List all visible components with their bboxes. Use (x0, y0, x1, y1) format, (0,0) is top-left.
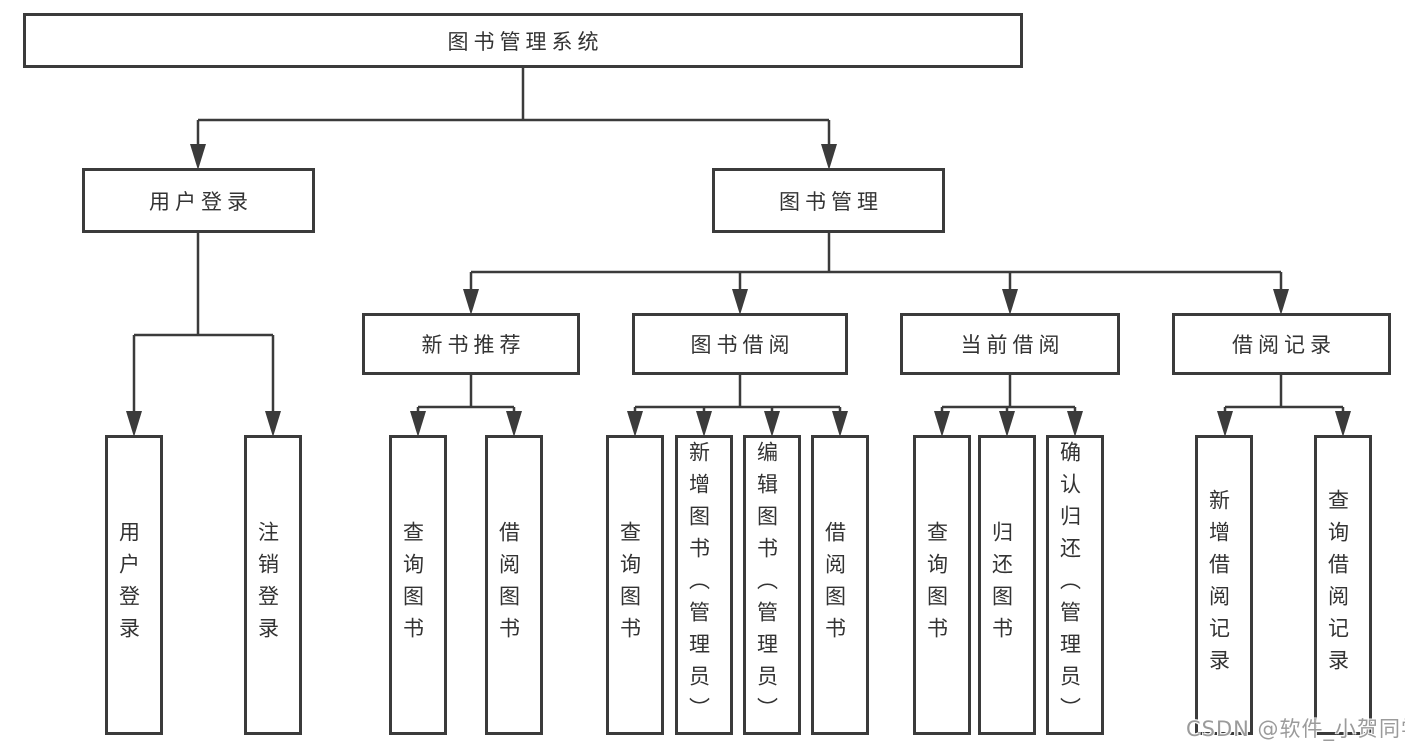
leaf-label: 借阅图书 (496, 521, 521, 649)
leaf-borrow-book-recommend: 借阅图书 (485, 435, 543, 735)
leaf-label: 新增借阅记录 (1206, 489, 1231, 681)
leaf-label: 查询借阅记录 (1325, 489, 1350, 681)
arrowhead (1002, 289, 1018, 315)
leaf-user-login: 用户登录 (105, 435, 163, 735)
connector-book-borrow-split (633, 375, 842, 420)
leaf-label: 查询图书 (924, 521, 949, 649)
leaf-return-book: 归还图书 (978, 435, 1036, 735)
leaf-logout-login: 注销登录 (244, 435, 302, 735)
arrowhead (410, 411, 426, 437)
leaf-label: 编辑图书（管理员） (754, 441, 779, 729)
connector-book-mgmt-split (469, 233, 1283, 296)
leaf-label: 查询图书 (400, 521, 425, 649)
leaf-label: 新增图书（管理员） (686, 441, 711, 729)
leaf-label: 归还图书 (989, 521, 1014, 649)
arrowhead (190, 144, 206, 170)
arrowhead (696, 411, 712, 437)
leaf-label: 注销登录 (255, 521, 280, 649)
leaf-add-borrow-record: 新增借阅记录 (1195, 435, 1253, 735)
arrowhead (821, 144, 837, 170)
arrowhead (1067, 411, 1083, 437)
leaf-label: 用户登录 (116, 521, 141, 649)
arrowhead (463, 289, 479, 315)
arrowhead (764, 411, 780, 437)
arrowhead (627, 411, 643, 437)
leaf-query-book-borrow: 查询图书 (606, 435, 664, 735)
connector-root-to-level2 (196, 68, 831, 150)
node-borrow-records: 借阅记录 (1172, 313, 1391, 375)
leaf-label: 借阅图书 (822, 521, 847, 649)
node-book-borrow: 图书借阅 (632, 313, 848, 375)
arrowhead (126, 411, 142, 437)
arrowhead (832, 411, 848, 437)
leaf-query-borrow-record: 查询借阅记录 (1314, 435, 1372, 735)
connector-borrow-record-split (1223, 375, 1345, 420)
arrowhead (934, 411, 950, 437)
leaf-edit-book-admin: 编辑图书（管理员） (743, 435, 801, 735)
connector-user-login-split (132, 233, 275, 420)
arrowhead (1335, 411, 1351, 437)
node-new-book-recommend: 新书推荐 (362, 313, 580, 375)
node-current-borrow: 当前借阅 (900, 313, 1120, 375)
leaf-label: 确认归还（管理员） (1057, 441, 1082, 729)
leaf-confirm-return-admin: 确认归还（管理员） (1046, 435, 1104, 735)
node-root-system: 图书管理系统 (23, 13, 1023, 68)
leaf-query-book-current: 查询图书 (913, 435, 971, 735)
arrowhead (1273, 289, 1289, 315)
arrowhead (506, 411, 522, 437)
arrowhead (732, 289, 748, 315)
leaf-add-book-admin: 新增图书（管理员） (675, 435, 733, 735)
leaf-label: 查询图书 (617, 521, 642, 649)
node-book-management: 图书管理 (712, 168, 945, 233)
leaf-query-book-recommend: 查询图书 (389, 435, 447, 735)
arrowheads (126, 144, 1351, 437)
connector-new-book-split (416, 375, 516, 420)
arrowhead (265, 411, 281, 437)
arrowhead (999, 411, 1015, 437)
csdn-watermark: CSDN @软件_小贺同学 (1186, 717, 1405, 741)
node-user-login: 用户登录 (82, 168, 315, 233)
arrowhead (1217, 411, 1233, 437)
leaf-borrow-book: 借阅图书 (811, 435, 869, 735)
